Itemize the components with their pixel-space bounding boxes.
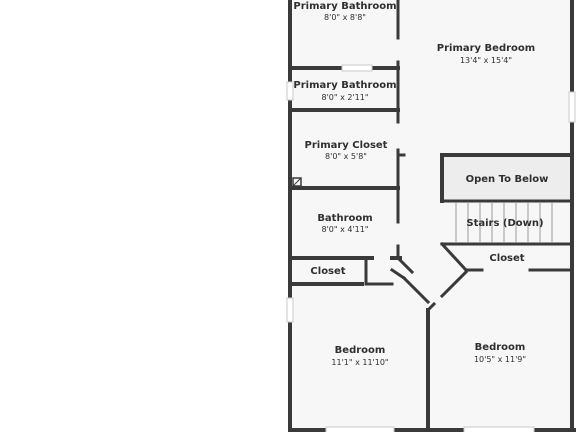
room-label-open-to-below: Open To Below xyxy=(466,174,549,185)
room-name: Primary Closet xyxy=(305,140,388,151)
room-name: Primary Bedroom xyxy=(437,43,535,54)
room-name: Closet xyxy=(489,253,524,264)
room-name: Open To Below xyxy=(466,174,549,185)
room-dims: 8'0" x 4'11" xyxy=(321,225,368,234)
room-label-primary-bathroom-2: Primary Bathroom 8'0" x 2'11" xyxy=(293,80,396,102)
room-name: Bedroom xyxy=(475,342,526,353)
room-dims: 8'0" x 2'11" xyxy=(321,93,368,102)
room-dims: 10'5" x 11'9" xyxy=(474,355,526,364)
room-name: Closet xyxy=(310,266,345,277)
room-label-bedroom-right: Bedroom 10'5" x 11'9" xyxy=(474,342,526,364)
room-label-bathroom: Bathroom 8'0" x 4'11" xyxy=(317,213,372,234)
room-dims: 13'4" x 15'4" xyxy=(460,56,512,65)
room-label-primary-closet: Primary Closet 8'0" x 5'8" xyxy=(305,140,388,161)
room-name: Primary Bathroom xyxy=(293,1,396,12)
room-name: Primary Bathroom xyxy=(293,80,396,91)
room-name: Stairs (Down) xyxy=(466,218,543,229)
windows xyxy=(286,64,576,432)
room-dims: 11'1" x 11'10" xyxy=(331,358,388,367)
vent-square xyxy=(292,177,302,187)
room-label-closet-right: Closet xyxy=(489,253,524,264)
stairs-treads xyxy=(455,203,553,242)
room-dims: 8'0" x 8'8" xyxy=(324,13,366,22)
floor-area xyxy=(290,0,574,430)
walls xyxy=(288,0,576,432)
room-label-primary-bedroom: Primary Bedroom 13'4" x 15'4" xyxy=(437,43,535,65)
room-label-stairs: Stairs (Down) xyxy=(466,218,543,229)
open-to-below-area xyxy=(444,157,570,201)
vent-hatch xyxy=(292,177,302,187)
room-name: Bathroom xyxy=(317,213,372,224)
room-label-bedroom-left: Bedroom 11'1" x 11'10" xyxy=(331,345,388,367)
room-label-closet-left: Closet xyxy=(310,266,345,277)
room-label-primary-bathroom-1: Primary Bathroom 8'0" x 8'8" xyxy=(293,1,396,22)
room-dims: 8'0" x 5'8" xyxy=(325,152,367,161)
room-name: Bedroom xyxy=(335,345,386,356)
